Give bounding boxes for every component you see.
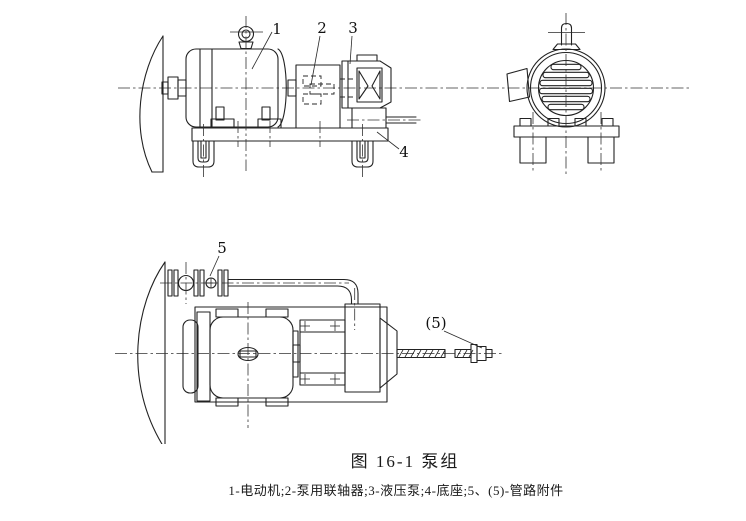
flange	[199, 269, 205, 297]
flange	[223, 269, 229, 297]
eye-bolt-end-view	[548, 22, 585, 51]
foot-bolt-head	[519, 117, 532, 127]
end-view	[506, 13, 620, 177]
pump-plan	[344, 303, 398, 393]
callout-5-alt-fitting: (5)	[425, 314, 483, 349]
foot-bolt-head	[574, 117, 587, 127]
callout-1-motor: 1	[251, 20, 282, 70]
base-plate	[191, 121, 389, 147]
hydraulic-pump	[341, 54, 421, 129]
anchor-bolt-left	[192, 124, 215, 178]
coupling-housing	[295, 64, 355, 129]
flange	[193, 269, 199, 297]
flange	[167, 269, 173, 297]
pump-assembly-drawing: 1 2 3 4	[115, 13, 692, 444]
foot-bolt-head	[601, 117, 614, 127]
figure-caption: 图 16-1 泵组	[350, 452, 460, 471]
pipe-fittings-5	[160, 262, 349, 304]
fan-cowl	[182, 319, 199, 394]
motor-tab	[265, 397, 289, 407]
pump-rotor-mark	[358, 70, 369, 100]
motor-shaft-stub	[161, 76, 187, 100]
shield-wall	[139, 35, 164, 173]
shield-wall-plan	[137, 261, 166, 444]
motor-tab	[215, 308, 239, 318]
plan-view: 5 (5)	[115, 239, 502, 444]
motor-plan	[182, 302, 299, 428]
eye-bolt	[230, 25, 263, 50]
callout-2-coupling: 2	[310, 19, 327, 86]
callout-2-label: 2	[317, 19, 327, 37]
pipe-fittings-5-alt	[396, 343, 493, 364]
motor-tab	[265, 308, 289, 318]
anchor-bolt-right	[351, 124, 374, 178]
fitting-tip	[485, 348, 493, 359]
terminal-box	[506, 67, 531, 103]
flange	[217, 269, 223, 297]
coupling-plan	[292, 319, 346, 386]
callout-5-fitting: 5	[209, 239, 227, 277]
callout-4-label: 4	[399, 143, 409, 161]
callout-5-alt-label: (5)	[425, 314, 446, 332]
motor-tab	[215, 397, 239, 407]
figure-legend: 1-电动机;2-泵用联轴器;3-液压泵;4-底座;5、(5)-管路附件	[228, 483, 564, 498]
pump-cap	[356, 54, 378, 62]
suction-pipe	[227, 278, 359, 330]
mounting-feet-end-view	[513, 112, 620, 171]
pump-bracket	[351, 107, 387, 129]
callout-1-label: 1	[272, 20, 282, 38]
callout-4-base: 4	[376, 131, 409, 161]
callout-5-label: 5	[217, 239, 227, 257]
threaded-nipple	[396, 348, 446, 359]
side-view: 1 2 3 4	[118, 16, 692, 178]
callout-3-pump: 3	[348, 19, 358, 65]
base-plate-plan	[194, 306, 388, 403]
foot-bolt-head	[547, 117, 560, 127]
callout-3-label: 3	[348, 19, 358, 37]
